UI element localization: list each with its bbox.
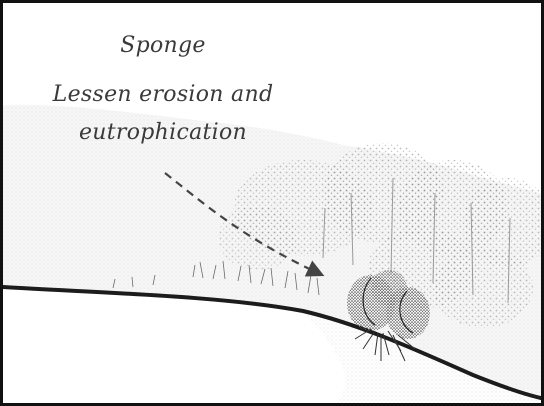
label-line-2: eutrophication — [23, 120, 303, 145]
landscape-illustration — [3, 3, 541, 403]
label-line-1: Lessen erosion and — [23, 82, 303, 107]
label-title: Sponge — [23, 33, 303, 58]
